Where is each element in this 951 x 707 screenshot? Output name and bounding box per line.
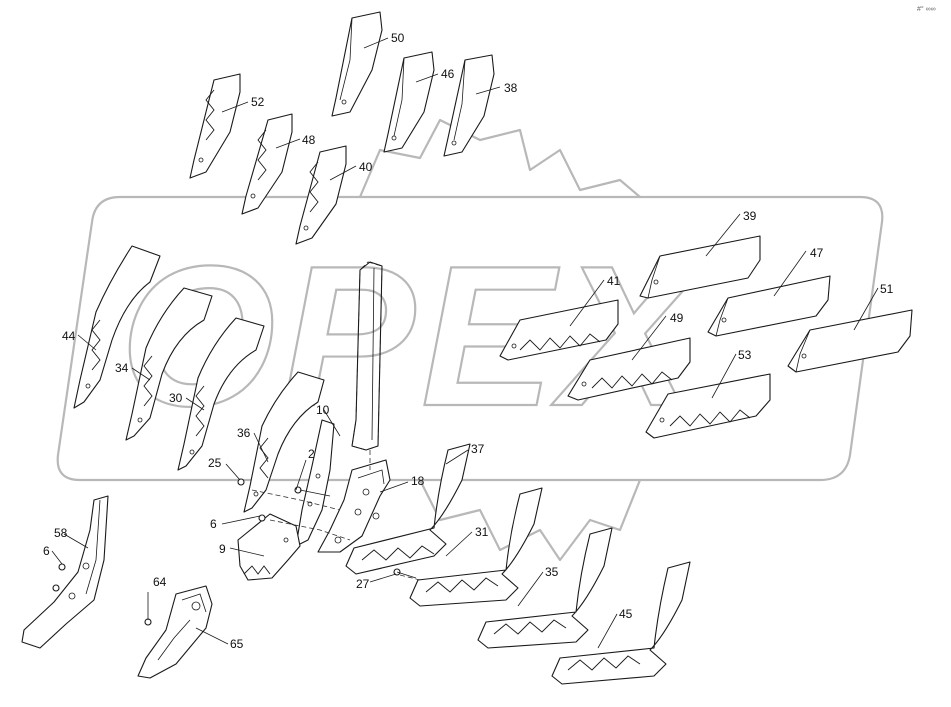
part-2-bracket: [295, 419, 335, 547]
part-47: [707, 275, 831, 337]
part-37: [345, 443, 471, 575]
callout-40: 40: [359, 160, 373, 174]
callout-labels: 50 46 38 52 48 40 39 47 41 51 49 53 44 3…: [43, 31, 894, 651]
callout-37: 37: [471, 442, 485, 456]
callout-47: 47: [810, 246, 824, 260]
callout-30: 30: [169, 391, 183, 405]
part-30: [177, 317, 265, 471]
callout-31: 31: [475, 525, 489, 539]
callout-46: 46: [441, 67, 455, 81]
callout-2: 2: [308, 447, 315, 461]
part-10-frame: [351, 261, 383, 451]
callout-35: 35: [545, 565, 559, 579]
part-50: [331, 11, 383, 117]
callout-45: 45: [619, 607, 633, 621]
callout-44: 44: [62, 329, 76, 343]
callout-9: 9: [219, 542, 226, 556]
callout-52: 52: [251, 95, 265, 109]
part-35: [477, 527, 613, 649]
part-45: [551, 561, 691, 685]
part-65: [137, 585, 213, 679]
callout-10: 10: [316, 403, 330, 417]
callout-58: 58: [54, 526, 68, 540]
part-40: [295, 145, 347, 245]
part-39: [639, 235, 761, 299]
callout-65: 65: [230, 637, 244, 651]
callout-64: 64: [153, 575, 167, 589]
callout-48: 48: [302, 133, 316, 147]
callout-6b: 6: [43, 544, 50, 558]
callout-49: 49: [670, 311, 684, 325]
part-58: [21, 495, 109, 649]
callout-53: 53: [738, 348, 752, 362]
callout-6a: 6: [210, 517, 217, 531]
part-49: [567, 337, 691, 401]
bolts: [237, 478, 417, 579]
callout-25: 25: [208, 456, 222, 470]
callout-27: 27: [356, 577, 370, 591]
part-53: [645, 373, 771, 439]
callout-36: 36: [237, 426, 251, 440]
callout-41: 41: [607, 274, 621, 288]
callout-38: 38: [504, 81, 518, 95]
part-36: [243, 371, 325, 513]
part-52: [189, 73, 241, 179]
callout-18: 18: [411, 474, 425, 488]
part-48: [241, 113, 293, 215]
part-31: [409, 487, 543, 607]
callout-50: 50: [391, 31, 405, 45]
part-51: [787, 309, 913, 373]
part-38: [443, 54, 495, 157]
part-9-guard: [237, 513, 301, 581]
callout-51: 51: [880, 282, 894, 296]
part-44: [73, 245, 161, 409]
callout-34: 34: [115, 361, 129, 375]
corner-mark: #° ∞∞: [917, 5, 936, 13]
part-46: [383, 51, 435, 153]
part-34: [125, 287, 213, 441]
callout-39: 39: [743, 209, 757, 223]
part-18-mount: [317, 459, 391, 553]
part-41: [499, 299, 619, 361]
leader-lines: [51, 37, 879, 649]
